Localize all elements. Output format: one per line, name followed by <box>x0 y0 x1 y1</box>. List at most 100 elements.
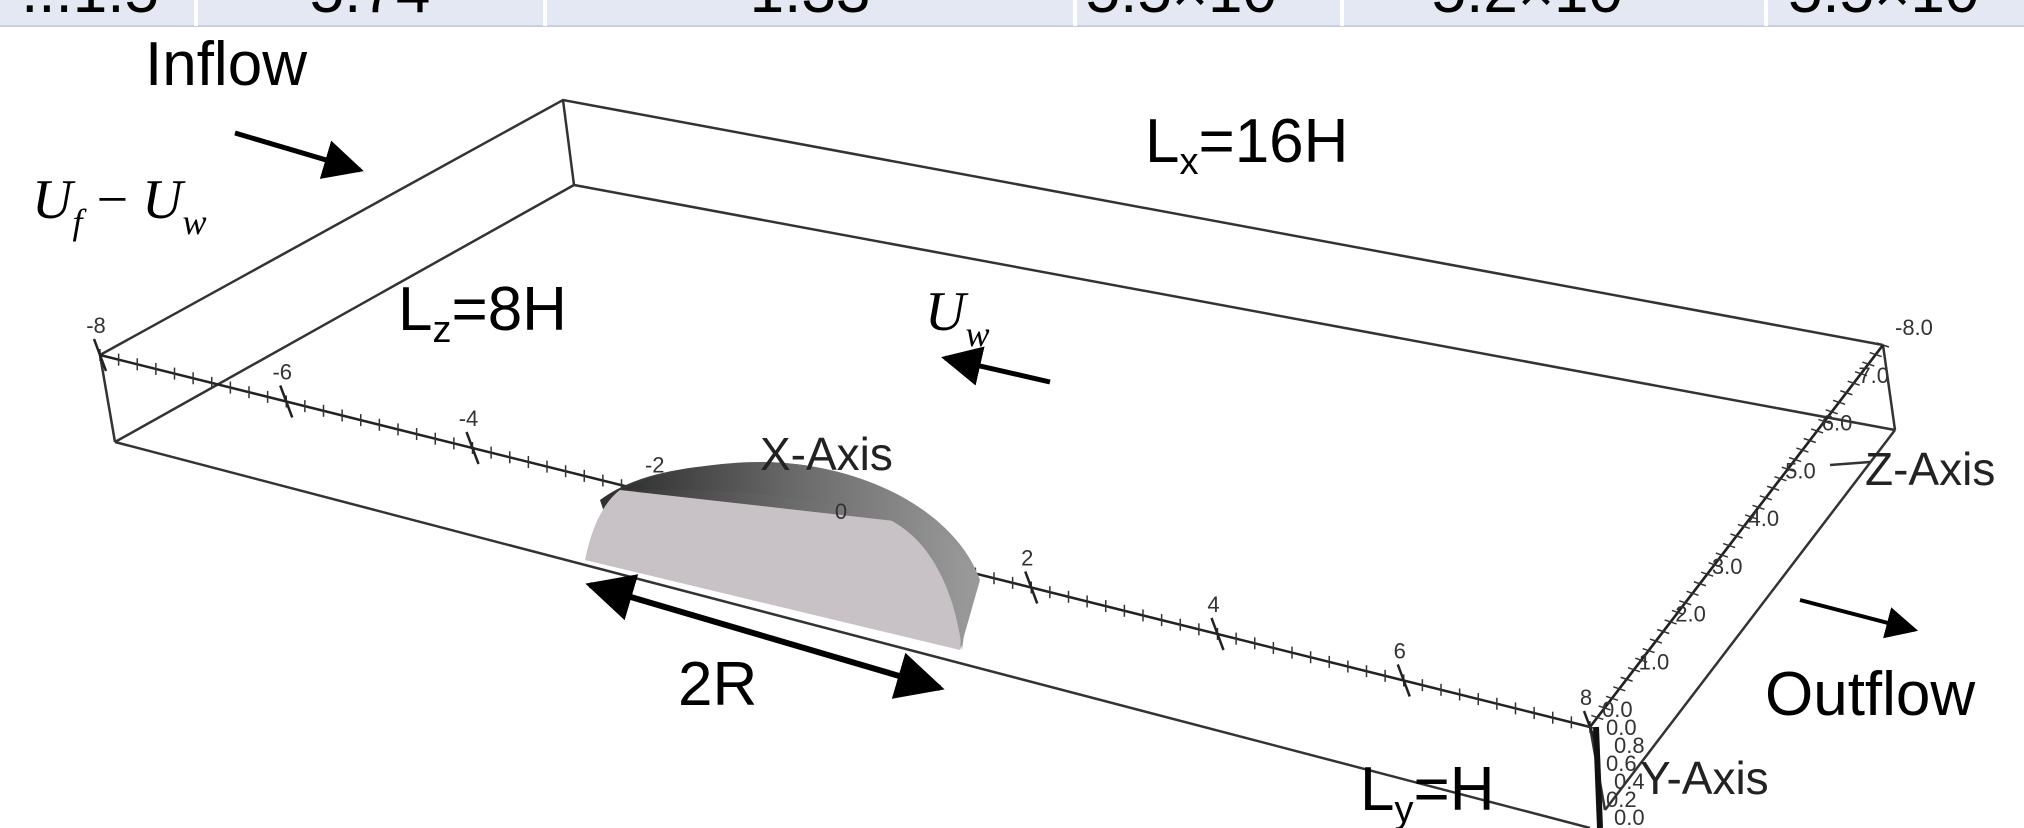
z-minor-tick <box>1876 342 1890 348</box>
z-minor-tick <box>1693 581 1707 587</box>
diameter-label: 2R <box>678 650 757 719</box>
z-minor-tick <box>1678 600 1692 606</box>
z-tick-label: -8.0 <box>1895 315 1933 340</box>
table-cell: 5.5×10⁻² <box>1086 0 1331 26</box>
z-minor-tick <box>1627 666 1641 673</box>
x-major-tick <box>1396 664 1411 697</box>
table-cell: 5.2×10⁻³ <box>1432 0 1677 26</box>
z-minor-tick <box>1635 657 1648 663</box>
y-tick-label: 0.2 <box>1606 787 1637 812</box>
z-minor-tick <box>1598 705 1611 711</box>
table-cell: ...1.5 <box>21 0 159 26</box>
uf-symbol: U <box>32 169 76 231</box>
x-tick-label: -8 <box>86 313 106 338</box>
table-strip: ...1.5 5.74 1.33 5.5×10⁻² 5.2×10⁻³ 5.5×1… <box>0 0 2024 27</box>
x-axis-title: X-Axis <box>760 428 893 480</box>
z-minor-tick <box>1591 714 1604 721</box>
table-cell: 1.33 <box>750 0 871 26</box>
z-minor-tick <box>1708 561 1721 568</box>
x-tick-label: -2 <box>645 453 665 478</box>
x-tick-label: 8 <box>1580 685 1592 710</box>
z-minor-tick <box>1803 437 1816 444</box>
x-major-tick <box>92 338 108 372</box>
hemicylinder-obstacle <box>585 462 980 650</box>
y-axis-title: Y-Axis <box>1640 752 1769 804</box>
y-tick-labels: 0.00.80.60.40.20.0 <box>1606 715 1645 828</box>
x-major-tick <box>1024 571 1039 604</box>
z-minor-tick <box>1825 409 1838 415</box>
x-major-tick <box>1210 617 1225 651</box>
z-tick-labels: -8.07.06.05.04.03.02.01.00.0 <box>1602 315 1933 722</box>
z-minor-tick <box>1737 523 1751 530</box>
x-tick-label: -6 <box>272 360 292 385</box>
z-tick-label: 3.0 <box>1712 554 1743 579</box>
z-tick-label: 1.0 <box>1639 649 1670 674</box>
z-minor-tick <box>1649 638 1663 644</box>
uw-symbol: U <box>142 169 186 231</box>
z-minor-tick <box>1715 552 1729 558</box>
x-tick-label: 6 <box>1394 639 1406 664</box>
x-tick-label: -4 <box>459 406 479 431</box>
outflow-label: Outflow <box>1765 660 1975 729</box>
z-minor-tick <box>1818 418 1831 425</box>
lx-label: Lx=16H <box>1145 107 1348 183</box>
diameter-arrow <box>585 574 945 699</box>
z-minor-tick <box>1788 456 1802 463</box>
z-axis-ruler <box>1583 342 1890 730</box>
z-minor-tick <box>1605 695 1619 702</box>
z-minor-tick <box>1759 495 1773 501</box>
outflow-arrow <box>1799 598 1919 639</box>
z-tick-label: 7.0 <box>1858 363 1889 388</box>
z-minor-tick <box>1700 571 1714 577</box>
z-minor-tick <box>1671 609 1685 616</box>
z-minor-tick <box>1613 686 1626 692</box>
wall-velocity-arrow <box>941 346 1051 386</box>
z-minor-tick <box>1752 504 1765 511</box>
x-tick-label: 2 <box>1021 546 1033 571</box>
z-minor-tick <box>1832 399 1846 406</box>
z-minor-tick <box>1781 466 1795 472</box>
x-major-tick <box>279 385 294 418</box>
ly-label: Ly=H <box>1360 755 1494 828</box>
table-cell: 5.74 <box>310 0 431 26</box>
z-tick-label: 2.0 <box>1675 602 1706 627</box>
inflow-label: Inflow <box>145 30 307 99</box>
y-tick-label: 0.8 <box>1614 733 1645 758</box>
inflow-velocity: Uf − Uw <box>32 169 207 242</box>
z-minor-tick <box>1766 485 1780 491</box>
z-tick-label: 6.0 <box>1822 411 1853 436</box>
x-tick-label: 0 <box>835 499 847 524</box>
z-tick-label: 0.0 <box>1602 697 1633 722</box>
z-minor-tick <box>1722 542 1736 549</box>
x-tick-labels: -8 -6 -4 -2 0 2 4 6 8 <box>86 313 1592 710</box>
z-minor-tick <box>1730 533 1743 539</box>
z-minor-tick <box>1796 447 1809 453</box>
z-minor-tick <box>1854 370 1868 377</box>
z-minor-tick <box>1847 380 1860 386</box>
x-tick-label: 4 <box>1207 592 1219 617</box>
z-minor-tick <box>1686 590 1699 597</box>
lz-label: Lz=8H <box>398 275 567 351</box>
z-tick-label: 5.0 <box>1785 458 1816 483</box>
minus-sign: − <box>82 169 142 231</box>
z-minor-tick <box>1744 514 1758 520</box>
z-axis-title: Z-Axis <box>1865 443 1995 495</box>
z-tick-label: 4.0 <box>1749 506 1780 531</box>
z-minor-tick <box>1657 628 1670 635</box>
inflow-arrow <box>234 130 364 179</box>
z-minor-tick <box>1862 361 1875 367</box>
z-minor-tick <box>1869 351 1882 358</box>
y-axis-ruler <box>1593 726 1603 828</box>
z-minor-tick <box>1664 619 1677 625</box>
y-tick-label: 0.0 <box>1614 805 1645 828</box>
z-minor-tick <box>1620 676 1633 682</box>
wall-velocity: Uw <box>925 281 989 354</box>
z-minor-tick <box>1840 390 1853 396</box>
y-tick-label: 0.4 <box>1614 769 1645 794</box>
z-minor-tick <box>1810 428 1824 434</box>
table-strip-bg <box>0 0 2024 26</box>
y-tick-label: 0.6 <box>1606 751 1637 776</box>
x-major-tick <box>465 431 480 465</box>
y-tick-label: 0.0 <box>1606 715 1637 740</box>
